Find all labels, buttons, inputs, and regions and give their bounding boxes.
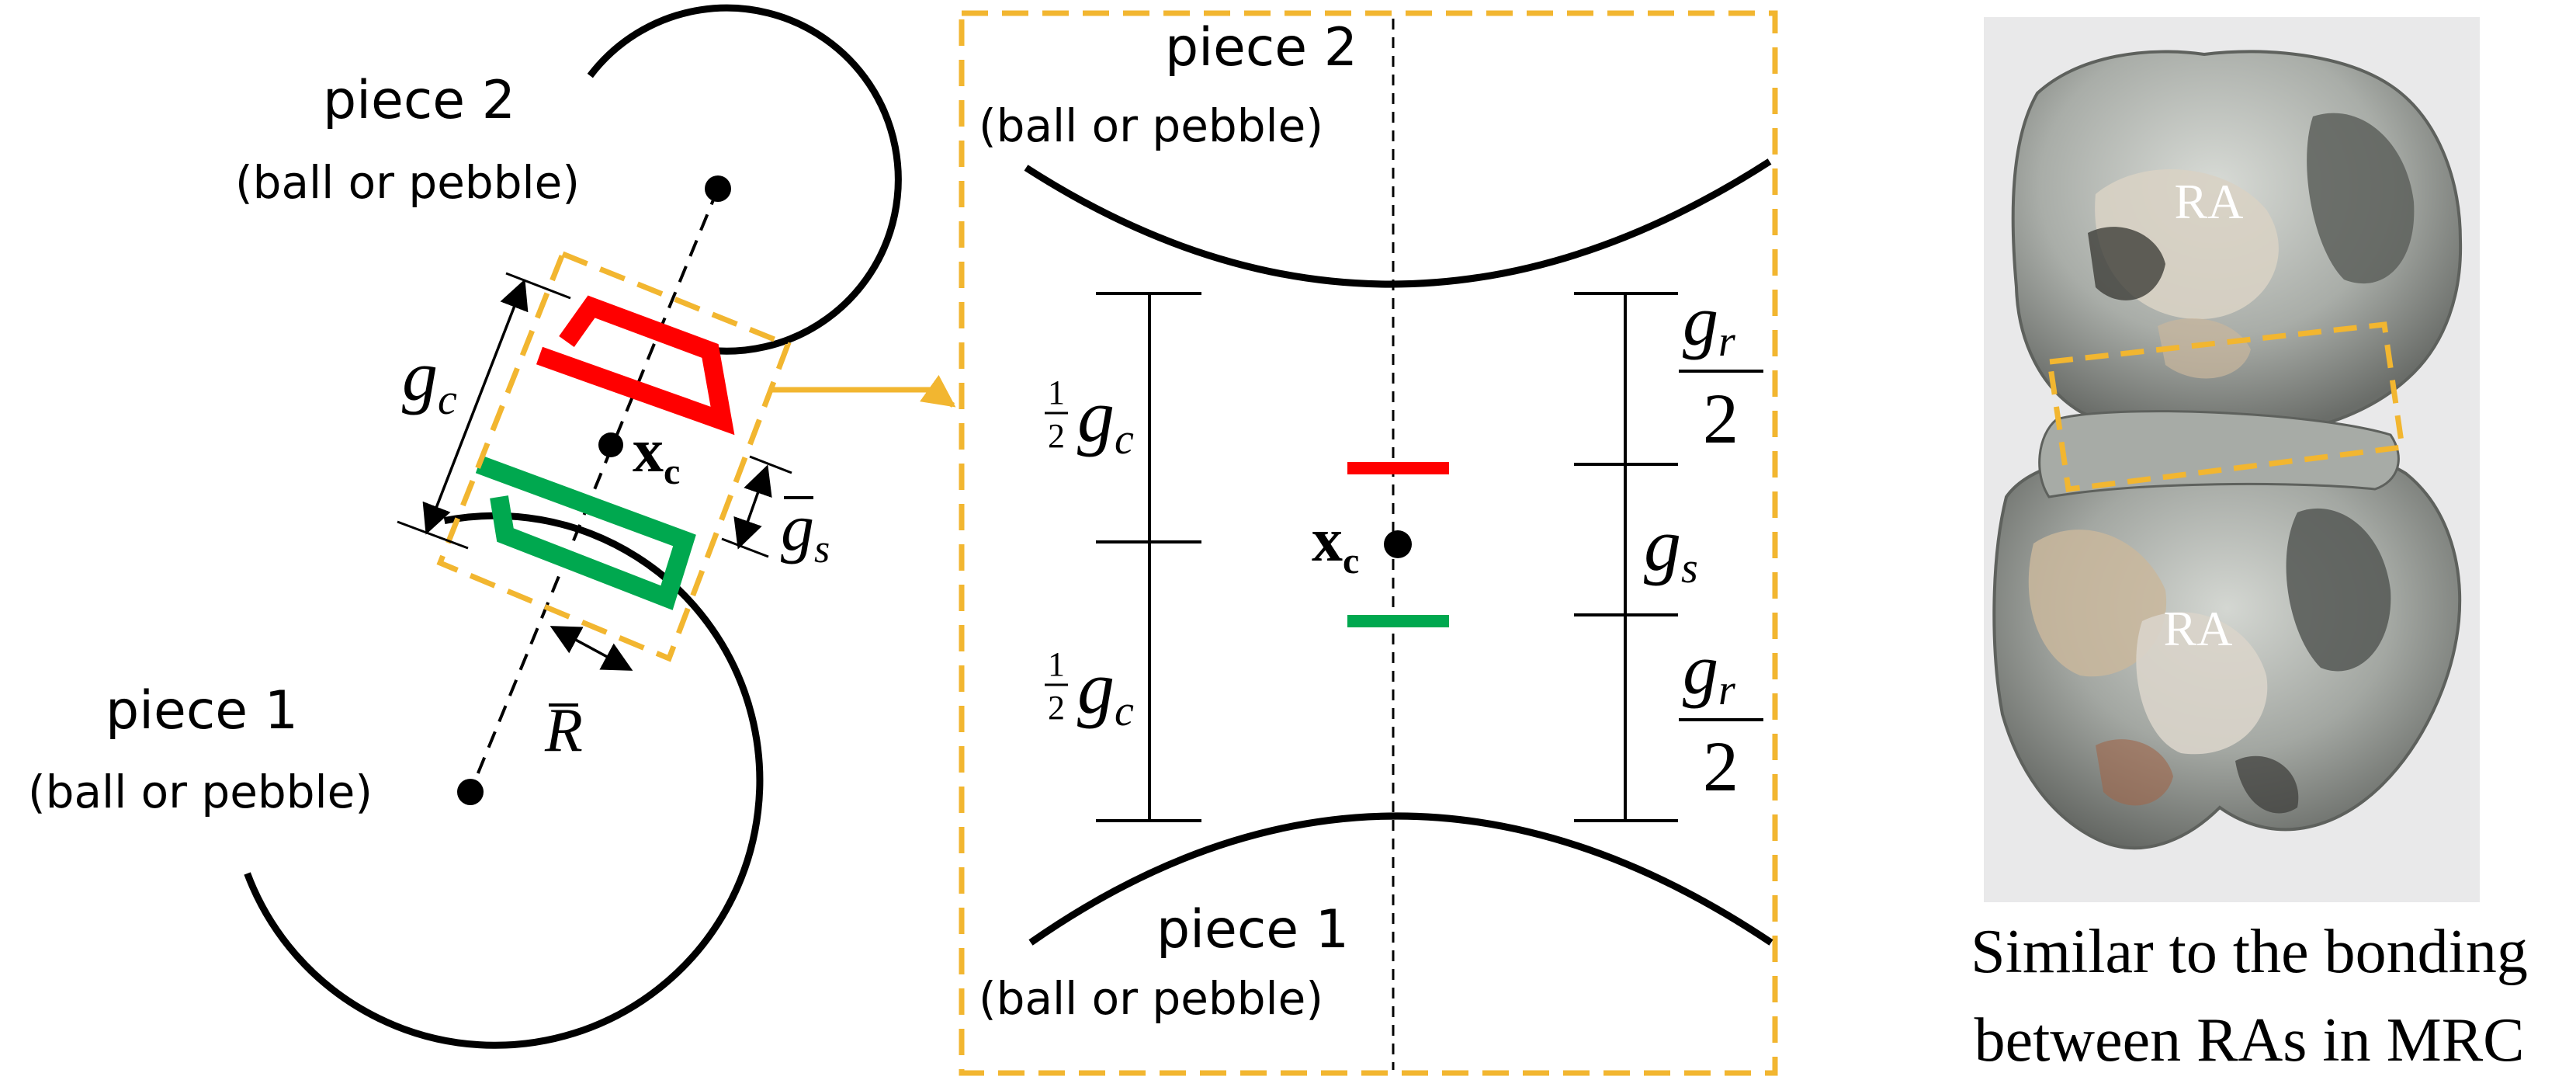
left-piece1-subtitle: (ball or pebble) [28, 766, 373, 818]
left-piece2-subtitle: (ball or pebble) [235, 156, 580, 209]
gc-arrow [422, 279, 529, 535]
half-gr-lower-label: gr 2 [1679, 630, 1763, 806]
svg-text:2: 2 [1703, 379, 1739, 458]
gs-extension-top [749, 455, 792, 474]
mid-piece2-title: piece 2 [1165, 17, 1357, 78]
lower-ra-shadow [2235, 755, 2299, 814]
xc-label: xc [633, 417, 680, 492]
svg-text:2: 2 [1703, 727, 1739, 806]
stone-neck [2038, 410, 2400, 498]
zoom-connector-arrow [771, 374, 956, 408]
gs-label: gs [781, 490, 830, 571]
gc-extension-top [505, 272, 571, 300]
gc-extension-bottom [397, 520, 469, 550]
svg-text:gr: gr [1683, 630, 1735, 714]
half-gr-upper-label: gr 2 [1679, 281, 1763, 458]
red-contact-shape [536, 295, 735, 436]
mid-piece1-subtitle: (ball or pebble) [979, 972, 1323, 1025]
gs-arrow [733, 464, 772, 550]
zoom-piece1-arc [1028, 812, 1773, 946]
svg-text:gc: gc [1077, 374, 1134, 464]
right-panel: RA RA Similar to the bonding between RAs… [1971, 17, 2528, 1075]
photo-caption-line2: between RAs in MRC [1974, 1006, 2525, 1075]
left-panel: gc xc gs R piece 2 (ball or pebble) piec… [28, 4, 956, 1049]
upper-ra-tan-patch [2158, 318, 2251, 379]
svg-text:1: 1 [1048, 645, 1065, 683]
svg-text:gc: gc [1077, 646, 1134, 735]
gc-label: gc [402, 336, 457, 424]
lower-ra-light-patch [2136, 612, 2268, 755]
svg-text:gr: gr [1683, 281, 1735, 366]
piece1-center-dot [457, 779, 484, 805]
upper-ra-shadow-patch [2307, 113, 2415, 284]
svg-text:2: 2 [1048, 417, 1065, 455]
r-arrow [550, 626, 633, 671]
left-piece1-title: piece 1 [106, 680, 298, 741]
zoom-frame [959, 10, 1778, 1076]
center-axis [469, 188, 719, 793]
piece2-circle [587, 4, 902, 355]
ra-top-label: RA [2175, 174, 2244, 229]
gs-extension-bottom [721, 537, 769, 558]
zoom-piece2-arc [1024, 158, 1772, 288]
upper-ra-dark-patch [2088, 227, 2165, 300]
photo-bond-box [2047, 321, 2405, 492]
piece1-circle [244, 512, 764, 1049]
half-gc-upper-label: 1 2 gc [1045, 373, 1134, 464]
photo-caption-line1: Similar to the bonding [1971, 918, 2528, 986]
lower-ra-rust-patch [2096, 739, 2173, 806]
ra-bottom-label: RA [2164, 601, 2233, 656]
lower-ra-dark-patch [2286, 508, 2391, 672]
zoom-xc-dot [1384, 530, 1412, 558]
zoom-gs-label: gs [1644, 503, 1698, 592]
piece2-center-dot [705, 175, 731, 202]
lower-ra-tan-patch [2028, 530, 2167, 677]
zoom-xc-label: xc [1312, 506, 1359, 582]
xc-dot [598, 432, 623, 457]
r-label: R [544, 696, 583, 765]
mid-piece2-subtitle: (ball or pebble) [979, 99, 1323, 152]
mid-piece1-title: piece 1 [1156, 899, 1349, 960]
left-piece2-title: piece 2 [323, 70, 515, 131]
svg-text:1: 1 [1048, 373, 1065, 412]
half-gc-lower-label: 1 2 gc [1045, 645, 1134, 735]
svg-text:2: 2 [1048, 689, 1065, 727]
middle-panel: xc 1 2 gc 1 2 gc gr 2 [959, 10, 1778, 1076]
